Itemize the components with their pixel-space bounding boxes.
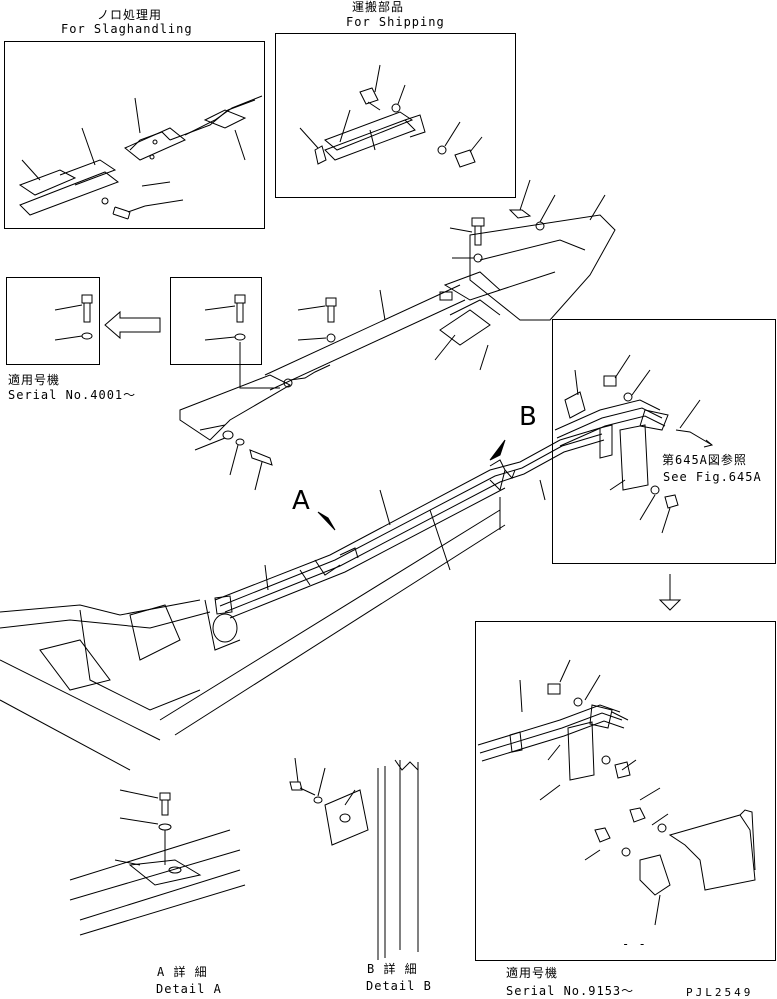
detail-a-en: Detail A (156, 982, 222, 996)
slag-handling-title-en: For Slaghandling (61, 22, 193, 36)
shipping-title-en: For Shipping (346, 15, 445, 29)
slag-handling-frame (4, 41, 265, 229)
arrow-b-icon (489, 439, 506, 461)
serial-4001-en: Serial No.4001～ (8, 388, 137, 402)
serial-4001-frame-right (170, 277, 262, 365)
slag-handling-title-jp: ノロ処理用 (97, 8, 163, 22)
main-boom (179, 179, 616, 491)
detail-b-jp: B 詳 細 (367, 962, 418, 976)
arrow-a-icon (317, 511, 336, 531)
serial-9153-jp: 適用号機 (506, 966, 559, 980)
shipping-title-jp: 運搬部品 (352, 0, 405, 14)
shipping-frame (275, 33, 516, 198)
marker-b: B (519, 402, 537, 432)
serial-4001-bolts (54, 294, 280, 389)
marker-a: A (292, 486, 310, 516)
inset-dash-mark: - - (622, 937, 647, 951)
leader-arrow (675, 429, 713, 446)
detail-b-inset-frame (552, 319, 776, 564)
arrow-down-icon (658, 574, 682, 611)
drawing-code: PJL2549 (686, 986, 754, 999)
slag-handling-assembly (18, 95, 263, 220)
detail-a-jp: A 詳 細 (157, 965, 208, 979)
hydraulic-hoses (214, 427, 605, 619)
fig-reference-jp: 第645A図参照 (662, 453, 747, 467)
arrow-left-icon (104, 310, 161, 340)
detail-b-inset-assembly (554, 354, 714, 611)
shipping-assembly (299, 64, 483, 168)
detail-a-drawing (69, 789, 246, 936)
serial-9153-en: Serial No.9153～ (506, 984, 635, 998)
detail-b-en: Detail B (366, 979, 432, 993)
serial-4001-frame-left (6, 277, 100, 365)
serial-9153-assembly (477, 659, 756, 926)
serial-4001-jp: 適用号機 (8, 373, 61, 387)
lower-frame (0, 509, 506, 771)
detail-b-drawing (289, 757, 419, 960)
serial-9153-frame (475, 621, 776, 961)
fig-reference-en: See Fig.645A (663, 470, 762, 484)
